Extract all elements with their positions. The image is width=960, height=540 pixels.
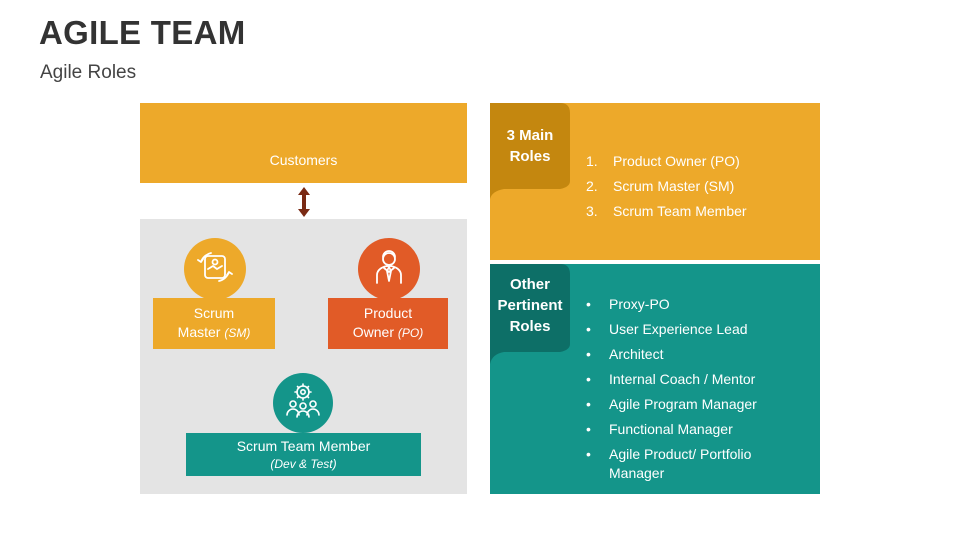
product-owner-abbr: (PO) (397, 326, 424, 340)
product-owner-box: Product Owner (PO) (328, 298, 448, 349)
people-group-icon (273, 112, 606, 256)
product-owner-line1: Product (363, 305, 413, 321)
list-item: • Internal Coach / Mentor (586, 371, 756, 387)
team-member-line1: Scrum Team Member (236, 437, 371, 454)
list-item: • Proxy-PO (586, 296, 670, 312)
team-gear-icon (283, 381, 323, 426)
team-member-circle (273, 373, 333, 433)
page-subtitle: Agile Roles (40, 62, 137, 83)
businessman-icon (369, 247, 409, 292)
other-roles-heading: Other Pertinent Roles (497, 276, 563, 335)
main-roles-heading: 3 Main Roles (506, 127, 554, 165)
scrum-master-box: Scrum Master (SM) (153, 298, 275, 349)
list-item: • User Experience Lead (586, 321, 748, 337)
handshake-icon (195, 247, 235, 292)
list-item: • Functional Manager (586, 421, 733, 437)
other-roles-list: • Proxy-PO • User Experience Lead • Arch… (586, 295, 806, 483)
list-item: • Agile Product/ Portfolio Manager (586, 446, 752, 481)
list-item: 1. Product Owner (PO) (586, 153, 740, 169)
other-roles-tab-shape (490, 264, 570, 364)
scrum-master-line2: Master (177, 324, 221, 340)
other-roles-panel: Other Pertinent Roles • Proxy-PO • User … (490, 264, 820, 494)
scrum-master-circle (184, 238, 246, 300)
list-item: 3. Scrum Team Member (586, 203, 747, 219)
main-roles-list: 1. Product Owner (PO) 2. Scrum Master (S… (586, 149, 747, 224)
list-item: • Architect (586, 346, 664, 362)
main-roles-tab-shape (490, 103, 570, 199)
scrum-master-abbr: (SM) (224, 326, 251, 340)
main-roles-panel: 3 Main Roles 1. Product Owner (PO) 2. Sc… (490, 103, 820, 260)
team-member-line2: (Dev & Test) (270, 456, 337, 471)
customers-label: Customers (269, 152, 338, 168)
list-item: 2. Scrum Master (SM) (586, 178, 735, 194)
scrum-master-line1: Scrum (193, 305, 235, 321)
product-owner-circle (358, 238, 420, 300)
double-arrow-icon (296, 187, 312, 217)
customers-box: Customers (140, 103, 606, 256)
team-member-box: Scrum Team Member (Dev & Test) (186, 433, 421, 476)
list-item: • Agile Program Manager (586, 396, 757, 412)
page-title: AGILE TEAM (39, 14, 246, 51)
product-owner-line2: Owner (352, 324, 394, 340)
